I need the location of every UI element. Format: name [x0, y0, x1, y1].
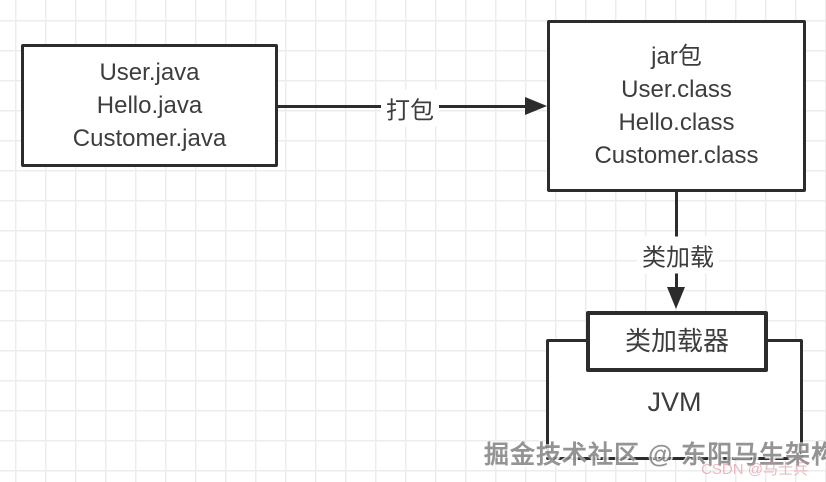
classloader-box-label: 类加载器	[624, 326, 729, 356]
jar-box-line: Hello.class	[618, 109, 735, 136]
source-files-box: User.java Hello.java Customer.java	[21, 44, 278, 167]
classloader-box: 类加载器	[586, 311, 768, 372]
source-file-line: Customer.java	[72, 125, 227, 152]
juejin-watermark: 掘金技术社区 @ 东阳马生架构	[484, 441, 826, 469]
classload-arrow-label: 类加载	[637, 236, 719, 274]
source-file-line: Hello.java	[96, 92, 203, 119]
arrowhead-down-icon	[667, 287, 685, 309]
jar-box-line: jar包	[651, 43, 702, 70]
jvm-box-label: JVM	[647, 387, 702, 417]
arrowhead-right-icon	[525, 97, 547, 115]
package-arrow-label: 打包	[381, 89, 439, 127]
csdn-watermark: CSDN @马士兵	[701, 461, 808, 478]
source-file-line: User.java	[99, 59, 200, 86]
jar-box-line: User.class	[621, 76, 732, 103]
jar-box: jar包 User.class Hello.class Customer.cla…	[547, 20, 806, 192]
jar-box-line: Customer.class	[594, 142, 759, 169]
